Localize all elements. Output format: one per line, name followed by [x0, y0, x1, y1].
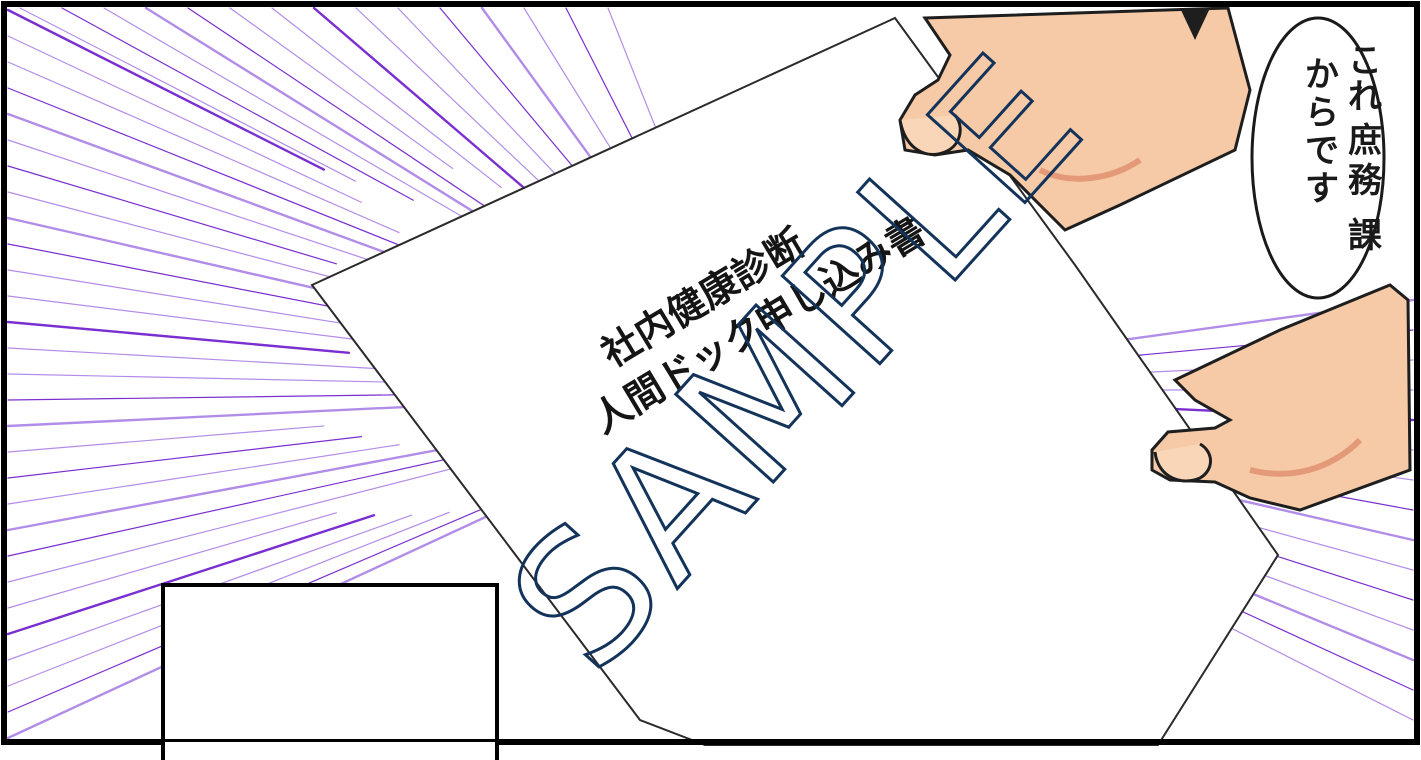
speech-bubble-outline [1250, 16, 1386, 300]
speed-line [144, 6, 518, 240]
speech-char: ら [1305, 93, 1339, 133]
upper-hand-shape [898, 6, 1252, 232]
speed-line [7, 436, 363, 479]
lower-hand [1150, 283, 1412, 512]
speed-line [19, 7, 357, 182]
speed-line [103, 7, 468, 220]
speech-bubble-column-left: か ら で す [1305, 55, 1351, 209]
speed-line [7, 444, 400, 505]
speed-line [7, 452, 513, 583]
speech-char: か [1305, 55, 1339, 95]
upper-sleeve [1180, 8, 1210, 40]
speed-line [7, 452, 475, 557]
speed-line [7, 191, 375, 289]
speed-line [271, 7, 502, 189]
speed-line [7, 61, 400, 234]
speech-char: 務 [1348, 161, 1383, 201]
speech-char: こ [1348, 41, 1382, 81]
speed-line [6, 320, 351, 355]
speed-line [7, 393, 463, 401]
speed-line [480, 6, 605, 177]
speed-line [7, 35, 363, 203]
document-sheet [310, 16, 1280, 746]
speech-char: 課 [1348, 216, 1382, 256]
panel-border [1, 1, 1420, 745]
caption-box-extension [163, 742, 497, 760]
speech-char: す [1305, 169, 1339, 209]
speed-line [312, 6, 548, 208]
speed-line [229, 7, 454, 170]
speed-line [7, 87, 438, 261]
speed-line [6, 449, 438, 532]
upper-thumb [898, 114, 962, 156]
lower-thumb [1153, 442, 1212, 483]
document-paper [310, 16, 1280, 746]
speed-line [6, 8, 326, 171]
speech-char: 庶 [1348, 121, 1382, 161]
speed-line [7, 512, 337, 609]
speed-line [7, 165, 337, 265]
speech-char: で [1305, 131, 1339, 171]
upper-hand [898, 6, 1252, 232]
speed-line [7, 347, 388, 370]
speed-line [7, 373, 425, 384]
lower-hand-shading [1249, 437, 1363, 477]
speech-bubble-column-right: こ れ 庶 務 課 [1348, 41, 1394, 256]
speed-line [7, 425, 325, 453]
empty-caption-box [161, 583, 499, 760]
speech-char: れ [1348, 77, 1382, 117]
speech-bubble: こ れ 庶 務 課 か ら で す [1250, 16, 1394, 300]
upper-hand-shading [1038, 157, 1142, 182]
speed-line [6, 514, 376, 636]
speed-line [61, 7, 414, 201]
